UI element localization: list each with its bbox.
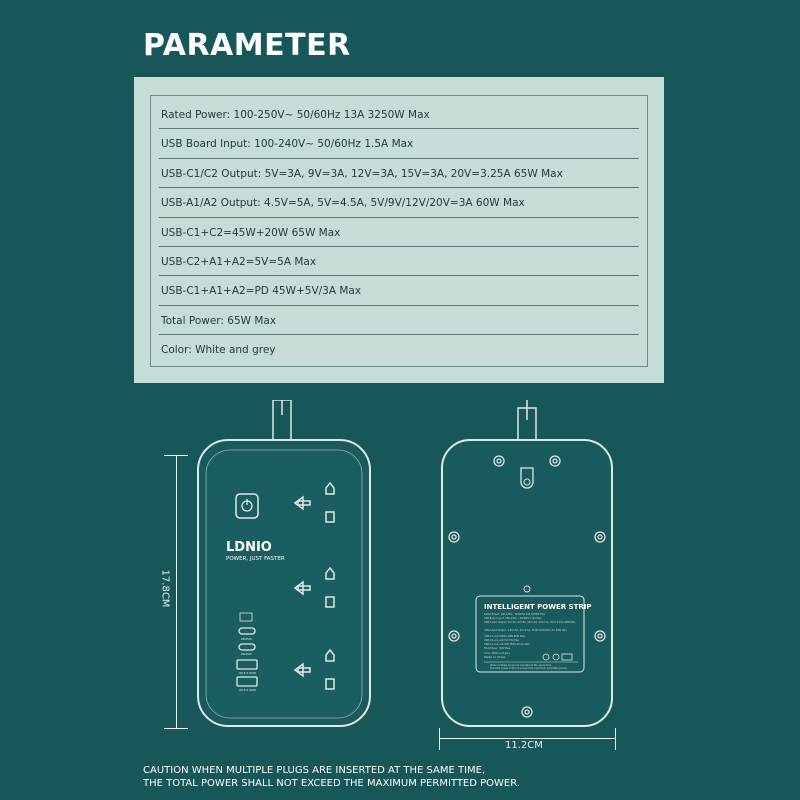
param-c1-c2: USB-C1+C2=45W+20W 65W Max (159, 218, 639, 247)
usb-a-port-1-label: QC3.0 60W (239, 671, 256, 675)
usb-c-port-1-label: PD65W (241, 637, 252, 641)
usb-a-port-2 (236, 676, 258, 687)
svg-text:USB-C1+C2=45W+20W 65W Max: USB-C1+C2=45W+20W 65W Max (484, 635, 525, 638)
made-in-label: Made in China (484, 655, 506, 659)
param-color: Color: White and grey (161, 344, 276, 357)
back-housing (441, 439, 613, 727)
back-view-diagram: INTELLIGENT POWER STRIP Rated Power: 100… (441, 400, 613, 727)
usb-c-port-1 (238, 627, 256, 635)
param-usb-board-input: USB Board Input: 100-240V~ 50/60Hz 1.5A … (159, 129, 639, 159)
width-label: 11.2CM (505, 740, 543, 751)
socket-1 (293, 481, 335, 523)
param-rated-power: Rated Power: 100-250V~ 50/60Hz 13A 3250W… (159, 100, 639, 130)
param-usb-a-output: USB-A1/A2 Output: 4.5V=5A, 5V=4.5A, 5V/9… (159, 188, 639, 218)
usb-a-port-1 (236, 659, 258, 670)
usb-a-port-2-label: QC3.0 60W (239, 688, 256, 692)
svg-text:Total Power: 65W Max: Total Power: 65W Max (484, 647, 511, 650)
page-title: PARAMETER (143, 28, 351, 63)
brand-slogan: POWER, JUST FASTER (226, 556, 285, 562)
screw-holes (448, 455, 606, 718)
parameter-panel: Rated Power: 100-250V~ 50/60Hz 13A 3250W… (134, 77, 664, 383)
usb-c-port-2-label: PD20W (241, 652, 252, 656)
spec-label (475, 595, 585, 673)
svg-text:USB-C2+A1+A2=5V=5A Max: USB-C2+A1+A2=5V=5A Max (484, 639, 520, 642)
socket-3 (293, 648, 335, 690)
svg-text:USB-C1/C2 Output: 5V=3A, 9V=3A: USB-C1/C2 Output: 5V=3A, 9V=3A, 12V=3A, … (484, 621, 576, 624)
power-button (235, 493, 259, 519)
spec-label-title: INTELLIGENT POWER STRIP (484, 603, 592, 611)
param-c2-a1-a2: USB-C2+A1+A2=5V=5A Max (159, 247, 639, 277)
svg-text:USB-C1+A1+A2=PD 45W+5V/3A Max: USB-C1+A1+A2=PD 45W+5V/3A Max (484, 643, 530, 646)
svg-text:USB Board Input: 100-240V~ 50/: USB Board Input: 100-240V~ 50/60Hz 1.5A … (484, 617, 542, 620)
brand-logo: LDNIO (226, 540, 272, 555)
caution-text: CAUTION WHEN MULTIPLE PLUGS ARE INSERTED… (143, 764, 520, 790)
svg-text:Rated Power: 100-250V~ 50/60Hz: Rated Power: 100-250V~ 50/60Hz 13A 3250W… (484, 613, 546, 616)
caution-line-2: THE TOTAL POWER SHALL NOT EXCEED THE MAX… (143, 778, 521, 789)
hanging-slot (520, 467, 534, 489)
cert-icons (542, 653, 573, 661)
param-c1-a1-a2: USB-C1+A1+A2=PD 45W+5V/3A Max (159, 276, 639, 306)
front-view-diagram: LDNIO POWER, JUST FASTER PD65W PD20W QC3… (197, 400, 371, 727)
caution-line-1: CAUTION WHEN MULTIPLE PLUGS ARE INSERTED… (143, 765, 486, 776)
svg-text:the total power shall not exce: the total power shall not exceed the max… (490, 667, 568, 670)
param-usb-c-output: USB-C1/C2 Output: 5V=3A, 9V=3A, 12V=3A, … (159, 159, 639, 189)
svg-text:When multiple plugs are insert: When multiple plugs are inserted at the … (490, 664, 552, 667)
socket-2 (293, 566, 335, 608)
parameter-table: Rated Power: 100-250V~ 50/60Hz 13A 3250W… (150, 95, 648, 367)
usb-c-port-2 (238, 643, 256, 651)
svg-text:USB-A1/A2 Output: 4.5V=5A, 5V=: USB-A1/A2 Output: 4.5V=5A, 5V=4.5A, 5V/9… (484, 629, 567, 632)
height-label: 17.8CM (159, 569, 171, 608)
param-total-power: Total Power: 65W Max (159, 306, 639, 336)
svg-text:Color: White and grey: Color: White and grey (484, 652, 511, 655)
